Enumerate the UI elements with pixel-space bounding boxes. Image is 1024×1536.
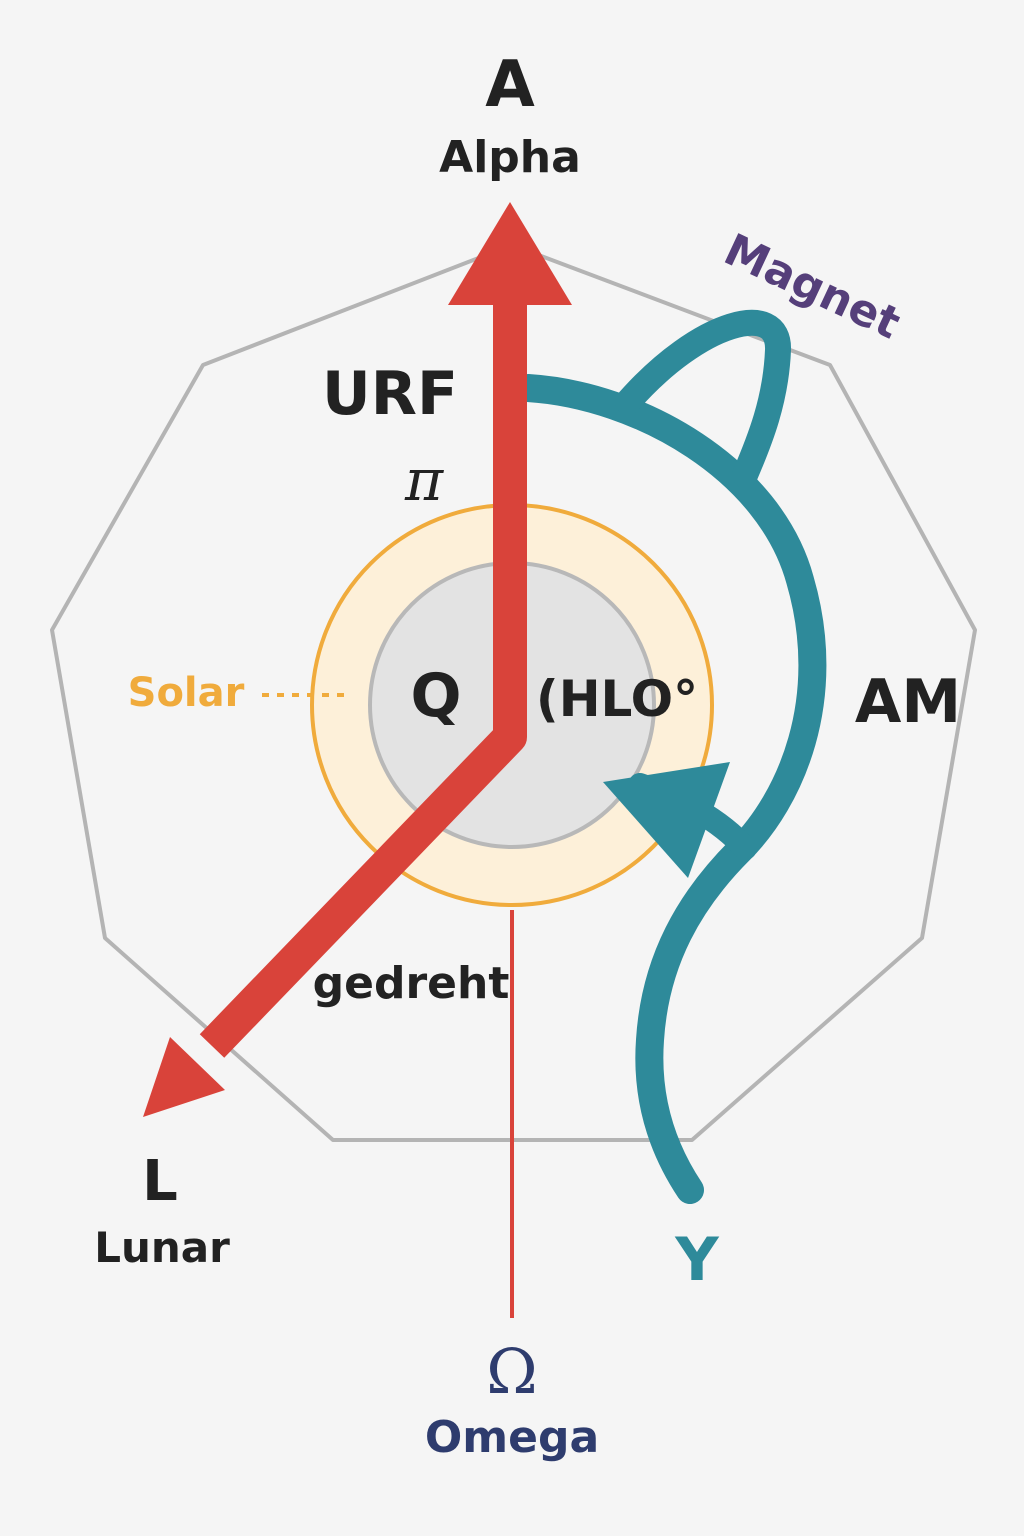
red-arrow-shaft	[199, 288, 527, 1058]
label-top-letter: A	[485, 48, 535, 122]
red-arrow	[143, 202, 572, 1117]
label-lunar-letter: L	[142, 1149, 178, 1214]
label-omega-symbol: Ω	[486, 1335, 537, 1408]
label-am: AM	[855, 667, 961, 737]
magnet-arrowhead	[603, 762, 730, 878]
label-lunar-name: Lunar	[94, 1223, 230, 1272]
label-solar: Solar	[128, 670, 245, 716]
label-hlo: (HLO°	[536, 670, 698, 728]
label-top-name: Alpha	[439, 132, 581, 183]
label-gedreht: gedreht	[313, 958, 510, 1009]
red-arrowhead-up	[448, 202, 572, 305]
label-y: Y	[674, 1225, 720, 1295]
label-center-q: Q	[410, 661, 461, 731]
label-omega-name: Omega	[425, 1412, 599, 1463]
label-urf: URF	[322, 359, 458, 429]
magnet-main-curve	[514, 374, 827, 1204]
magnet-loop	[615, 309, 791, 488]
red-arrowhead-down	[143, 1037, 225, 1117]
label-pi: π	[404, 446, 444, 514]
